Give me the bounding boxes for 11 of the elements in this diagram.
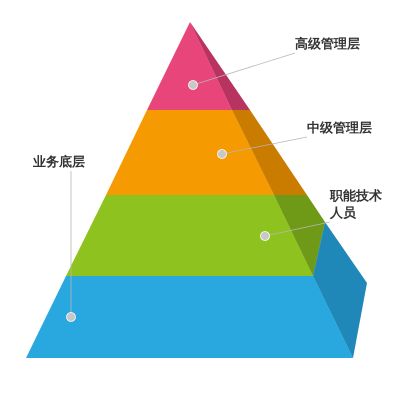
- pyramid-layer: [106, 110, 307, 195]
- layer-label: 中级管理层: [307, 120, 379, 137]
- pyramid-layer: [26, 222, 367, 358]
- leader-line: [217, 136, 308, 159]
- leader-line: [188, 52, 296, 90]
- layer-label: 职能技术人员: [330, 188, 386, 222]
- layer-label: 业务底层: [33, 154, 93, 171]
- leader-line: [66, 170, 76, 322]
- layer-label: 高级管理层: [295, 36, 367, 53]
- pyramid-layer: [147, 22, 250, 110]
- pyramid-layer: [66, 195, 325, 276]
